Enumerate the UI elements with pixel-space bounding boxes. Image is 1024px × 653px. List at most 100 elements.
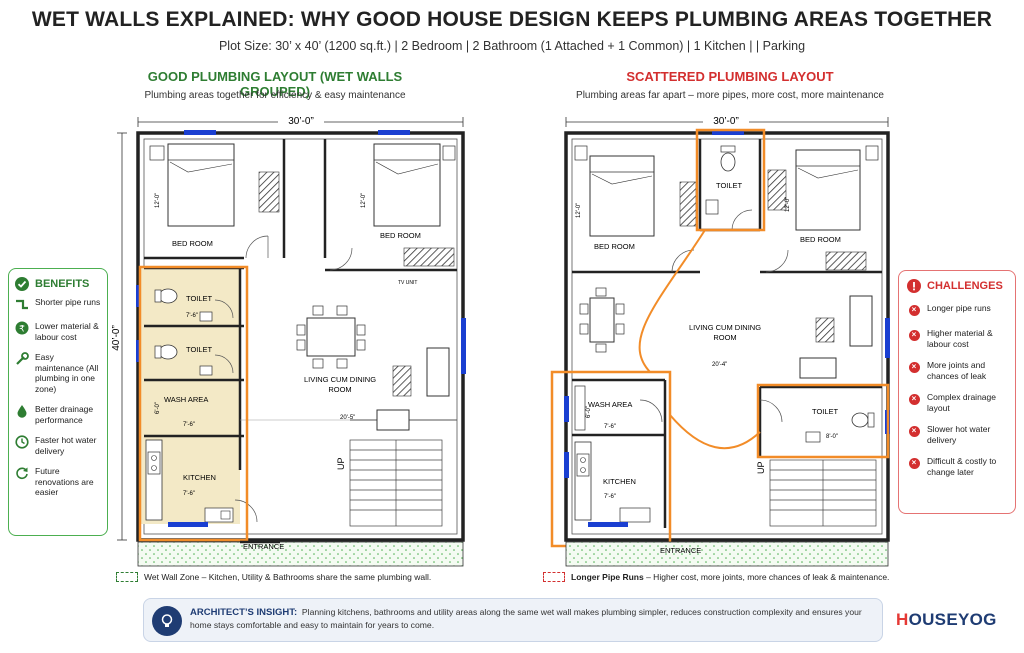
logo-h: H [896,610,909,629]
challenge-text: Longer pipe runs [927,303,991,313]
x-circle-icon: × [907,360,921,374]
good-entrance: ENTRANCE [243,542,284,551]
good-living: LIVING CUM DINING [304,375,376,384]
benefit-text: Easy maintenance (All plumbing in one zo… [35,352,99,394]
houseyog-logo: HOUSEYOG [896,610,997,630]
good-dim-toilet: 7'-6" [186,313,198,319]
check-circle-icon [15,277,29,291]
rupee-icon: ₹ [15,321,29,335]
scattered-legend-bold: Longer Pipe Runs [571,572,644,582]
challenges-title: CHALLENGES [927,280,1003,292]
good-up-label: UP [336,457,346,470]
good-wash-area: WASH AREA [164,395,208,404]
good-dim-bed-left: 12'-0" [155,193,161,208]
challenge-text: Complex drainage layout [927,392,996,413]
good-dim-wash-h: 6'-0" [155,402,161,414]
scattered-legend-text: – Higher cost, more joints, more chances… [643,572,890,582]
good-plan: 30’-0” 40’-0” [111,114,466,567]
benefit-item: Future renovations are easier [15,466,101,498]
page-title: WET WALLS EXPLAINED: WHY GOOD HOUSE DESI… [31,8,993,31]
good-toilet-1: TOILET [186,294,213,303]
scattered-dim-bed-left: 12'-0" [576,203,582,218]
scattered-layout-subheading: Plumbing areas far apart – more pipes, m… [576,90,884,101]
good-toilet-2: TOILET [186,345,213,354]
benefit-text: Shorter pipe runs [35,297,101,307]
wet-wall-legend-swatch [116,572,138,582]
good-dim-kitchen: 7'-6" [183,491,195,497]
benefit-text: Lower material & labour cost [35,321,99,342]
benefit-text: Better drainage performance [35,404,94,425]
scattered-toilet-top: TOILET [716,181,743,190]
water-drop-icon [15,404,29,418]
x-circle-icon: × [907,303,921,317]
good-living-2: ROOM [328,385,351,394]
clock-icon [15,435,29,449]
good-width-dim: 30’-0” [288,116,314,127]
challenge-item: × Longer pipe runs [907,303,1007,317]
scattered-plan: 30’-0” [550,114,890,567]
pipe-icon [15,297,29,311]
good-height-dim: 40’-0” [111,325,122,351]
scattered-dim-wash-h: 6'-0" [586,406,592,418]
benefit-text: Future renovations are easier [35,466,94,497]
scattered-width-dim: 30’-0” [713,116,739,127]
scattered-living: LIVING CUM DINING [689,323,761,332]
good-legend-text: Wet Wall Zone – Kitchen, Utility & Bathr… [144,572,432,582]
benefits-title: BENEFITS [35,278,90,290]
benefit-item: Faster hot water delivery [15,435,101,456]
scattered-dim-kitchen: 7'-6" [604,494,616,500]
alert-icon [907,279,921,293]
benefits-panel: BENEFITS Shorter pipe runs ₹ Lower mater… [8,268,108,536]
insight-label: ARCHITECT’S INSIGHT: [190,607,298,618]
scattered-dim-wash-w: 7'-6" [604,424,616,430]
scattered-dim-bed-right: 12'-0" [785,197,791,212]
challenges-panel: CHALLENGES × Longer pipe runs × Higher m… [898,270,1016,514]
good-tv-label: TV UNIT [398,280,417,286]
benefits-header: BENEFITS [15,277,101,291]
scattered-entrance: ENTRANCE [660,546,701,555]
good-bedroom-right: BED ROOM [380,231,421,240]
x-circle-icon: × [907,328,921,342]
good-dim-living: 20'-5" [340,415,355,421]
good-layout-subheading: Plumbing areas together for efficiency &… [144,90,406,101]
challenges-header: CHALLENGES [907,279,1007,293]
challenge-item: × Difficult & costly to change later [907,456,1007,477]
lightbulb-icon [152,606,182,636]
x-circle-icon: × [907,424,921,438]
good-dim-wash-w: 7'-6" [183,422,195,428]
good-legend: Wet Wall Zone – Kitchen, Utility & Bathr… [116,572,431,582]
benefit-text: Faster hot water delivery [35,435,97,456]
challenge-item: × More joints and chances of leak [907,360,1007,381]
wrench-icon [15,352,29,366]
x-circle-icon: × [907,392,921,406]
svg-text:₹: ₹ [19,325,25,335]
scattered-dim-toilet: 8'-0" [826,434,838,440]
scattered-living-2: ROOM [713,333,736,342]
benefit-item: Easy maintenance (All plumbing in one zo… [15,352,101,394]
scattered-legend: Longer Pipe Runs – Higher cost, more joi… [543,572,889,582]
x-circle-icon: × [907,456,921,470]
good-kitchen: KITCHEN [183,473,216,482]
good-bedroom-left: BED ROOM [172,239,213,248]
good-layout-heading: GOOD PLUMBING LAYOUT (WET WALLS GROUPED) [147,69,403,99]
scattered-layout-heading: SCATTERED PLUMBING LAYOUT [626,69,834,84]
logo-rest: OUSEYOG [908,610,997,629]
challenge-item: × Complex drainage layout [907,392,1007,413]
scattered-dim-living: 20'-4" [712,362,727,368]
scattered-wash-area: WASH AREA [588,400,632,409]
challenge-text: Slower hot water delivery [927,424,991,445]
scattered-toilet-right: TOILET [812,407,839,416]
scattered-up-label: UP [756,461,766,474]
challenge-text: More joints and chances of leak [927,360,987,381]
benefit-item: Better drainage performance [15,404,101,425]
good-dim-bed-right: 12'-0" [361,193,367,208]
benefit-item: Shorter pipe runs [15,297,101,311]
benefit-item: ₹ Lower material & labour cost [15,321,101,342]
refresh-icon [15,466,29,480]
pipe-run-legend-swatch [543,572,565,582]
scattered-kitchen: KITCHEN [603,477,636,486]
page-subtitle: Plot Size: 30’ x 40’ (1200 sq.ft.) | 2 B… [218,39,806,53]
challenge-text: Difficult & costly to change later [927,456,997,477]
scattered-bedroom-left: BED ROOM [594,242,635,251]
